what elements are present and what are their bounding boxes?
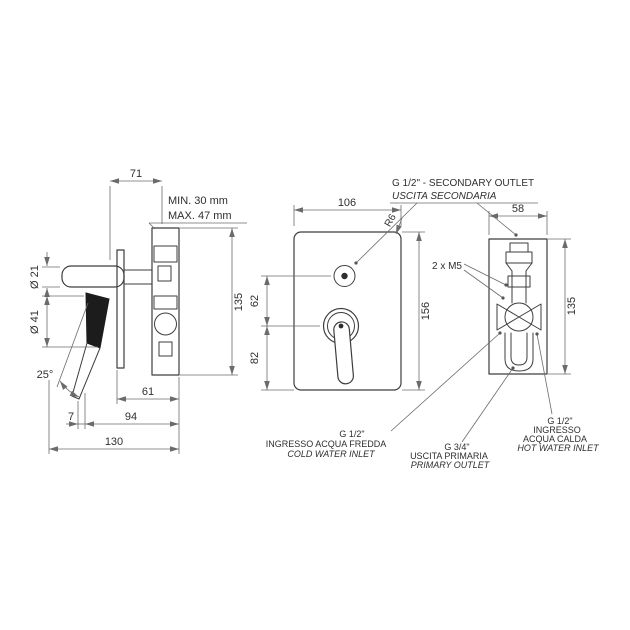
secondary-outlet-port	[509, 242, 529, 253]
dim-135-rear-text: 135	[566, 297, 578, 315]
side-view: 71 MIN. 30 mm MAX. 47 mm Ø 21 Ø 41 25°	[29, 168, 247, 454]
dim-156-text: 156	[420, 302, 432, 320]
lever-blade-back	[78, 347, 101, 400]
dim-plate-height: 156	[402, 231, 432, 391]
primary-outlet-en: PRIMARY OUTLET	[411, 460, 491, 470]
inlet-wing-right	[518, 303, 542, 331]
secondary-outlet-center	[341, 272, 348, 280]
port-nut	[505, 251, 533, 264]
inlet-wing-left	[496, 303, 520, 331]
lever-section	[85, 292, 110, 349]
side-view-body	[116, 227, 180, 376]
dim-handle-length: 71	[109, 168, 163, 260]
hot-inlet-it1: INGRESSO	[533, 425, 581, 435]
dim-body-height-side: 135	[180, 227, 245, 376]
cold-inlet-size: G 1/2"	[339, 429, 364, 439]
dim-plate-width: 106	[293, 197, 402, 226]
secondary-outlet-hole	[333, 265, 356, 287]
secondary-outlet-label: G 1/2" - SECONDARY OUTLET USCITA SECONDA…	[354, 178, 538, 265]
screws-label: 2 x M5	[432, 261, 508, 300]
outlet-u-pipe-inner	[510, 332, 528, 366]
secondary-outlet-label-en: G 1/2" - SECONDARY OUTLET	[392, 178, 534, 189]
dim-106-text: 106	[338, 197, 356, 209]
r6-text: R6	[383, 212, 399, 229]
dim-25deg-text: 25°	[37, 369, 54, 381]
dim-82-text: 82	[249, 352, 261, 364]
callout-hot-inlet: G 1/2" INGRESSO ACQUA CALDA HOT WATER IN…	[517, 332, 600, 453]
front-view: 106 R6 156 62 82	[249, 197, 432, 391]
installation-depth-note: MIN. 30 mm MAX. 47 mm	[148, 195, 247, 230]
secondary-outlet-label-it: USCITA SECONDARIA	[392, 191, 497, 202]
rear-view: 58 135 2 x M5	[432, 203, 578, 375]
lever-swung-ghost	[56, 302, 89, 388]
callout-cold-inlet: G 1/2" INGRESSO ACQUA FREDDA COLD WATER …	[266, 331, 502, 459]
dim-135-side-text: 135	[233, 293, 245, 311]
secondary-outlet-ring	[333, 265, 356, 287]
hot-inlet-it2: ACQUA CALDA	[523, 434, 587, 444]
cold-inlet-it: INGRESSO ACQUA FREDDA	[266, 439, 387, 449]
body-collar	[507, 275, 531, 288]
dim-62-text: 62	[249, 295, 261, 307]
body-detail-upper	[157, 265, 172, 282]
dim-7-and-94: 7 94	[66, 377, 180, 454]
dim-rear-width: 58	[488, 203, 548, 235]
dim-rosette-diameter: Ø 41	[29, 295, 98, 348]
rear-body-details	[496, 242, 542, 372]
mixer-lever	[333, 321, 354, 385]
dim-lever-angle: 25°	[37, 369, 80, 398]
wall-plate-edge	[116, 249, 125, 369]
valve-chamber	[504, 302, 534, 332]
body-detail-mid	[153, 295, 178, 310]
dim-dia21-text: Ø 21	[29, 265, 41, 289]
outlet-port-block	[153, 245, 178, 263]
screws-text: 2 x M5	[432, 261, 462, 272]
depth-max-text: MAX. 47 mm	[168, 210, 232, 222]
dim-58-text: 58	[512, 203, 524, 215]
outlet-u-pipe-outer	[504, 332, 534, 372]
primary-outlet-it: USCITA PRIMARIA	[410, 451, 488, 461]
side-view-handle	[56, 265, 125, 400]
rear-body-outline	[488, 238, 548, 375]
mixer-center-dot	[338, 323, 344, 329]
dim-94-text: 94	[125, 411, 137, 423]
handle-cylinder	[61, 265, 125, 288]
cold-inlet-en: COLD WATER INLET	[287, 449, 376, 459]
dim-62-82: 62 82	[249, 275, 331, 391]
valve-body-outline	[151, 227, 180, 376]
dim-71-text: 71	[130, 168, 142, 180]
dim-61-text: 61	[142, 386, 154, 398]
lever-blade-front	[71, 342, 88, 397]
primary-outlet-size: G 3/4"	[444, 442, 469, 452]
hot-inlet-en: HOT WATER INLET	[517, 443, 600, 453]
dim-dia41-text: Ø 41	[29, 310, 41, 334]
dim-rear-height: 135	[548, 238, 578, 375]
cartridge-circle	[154, 312, 177, 336]
dim-total-depth: 130	[48, 380, 179, 454]
front-plate	[293, 231, 402, 391]
mixer-control	[322, 307, 360, 385]
corner-radius-label: R6	[383, 212, 403, 235]
body-detail-lower	[158, 341, 173, 357]
callout-primary-outlet: G 3/4" USCITA PRIMARIA PRIMARY OUTLET	[410, 366, 515, 470]
dim-handle-diameter: Ø 21	[29, 252, 60, 302]
dim-130-text: 130	[105, 436, 123, 448]
dim-7-text: 7	[68, 411, 74, 423]
dim-depth-61: 61	[116, 370, 179, 404]
hot-inlet-size: G 1/2"	[547, 416, 572, 426]
depth-min-text: MIN. 30 mm	[168, 195, 228, 207]
